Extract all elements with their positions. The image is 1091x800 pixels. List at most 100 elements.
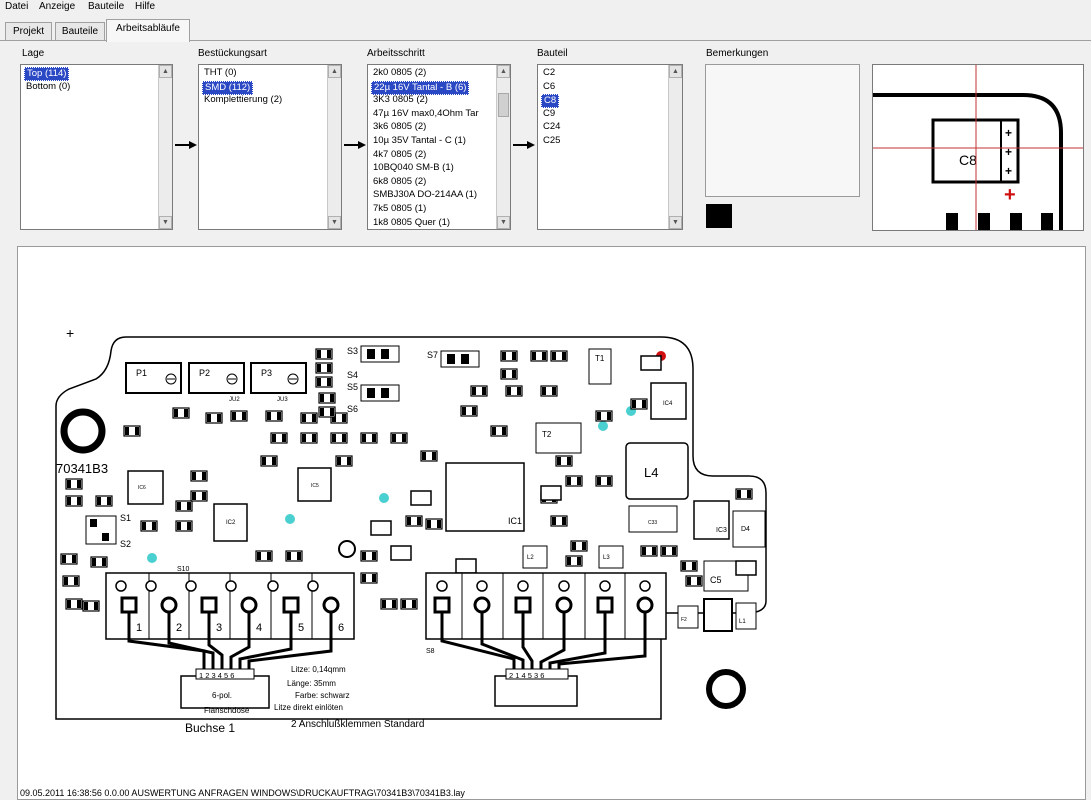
svg-text:1 2 3 4 5 6: 1 2 3 4 5 6 [199,671,234,680]
arbeitsschritt-list-item[interactable]: 6k8 0805 (2) [373,175,427,187]
svg-text:IC5: IC5 [311,483,319,489]
scroll-down-icon[interactable]: ▼ [328,216,341,229]
scroll-thumb[interactable] [498,93,509,117]
transistor-t2: T2 [535,422,582,454]
smd-component [230,410,248,422]
arbeitsschritt-list-item[interactable]: 3K3 0805 (2) [373,94,428,106]
lage-list-item[interactable]: Top (114) [24,67,70,81]
bestueckungsart-list-item[interactable]: SMD (112) [202,80,254,95]
smd-component [360,572,378,584]
lage-listbox[interactable]: Bottom (0)Top (114) ▲ ▼ [20,64,173,230]
arbeitsschritt-list-item[interactable]: 2k0 0805 (2) [373,67,427,78]
smd-component [175,500,193,512]
bauteil-scrollbar[interactable]: ▲ ▼ [668,65,682,229]
smd-chip [390,545,412,561]
bauteil-list-item[interactable]: C25 [543,135,561,146]
svg-text:2 1 4 5 3 6: 2 1 4 5 3 6 [509,671,544,680]
scroll-down-icon[interactable]: ▼ [159,216,172,229]
smd-component [90,556,108,568]
wire-note: Litze: 0,14qmm [291,665,346,674]
smd-component [540,385,558,397]
arbeitsschritt-list-item[interactable]: 1k8 0805 Quer (1) [373,216,451,228]
scroll-down-icon[interactable]: ▼ [497,216,510,229]
dip-switch-s7: S7 [427,350,480,368]
ic3: IC3 [693,500,730,540]
bauteil-list-item[interactable]: C2 [543,67,556,78]
arbeitsschritt-list-item[interactable]: 4k7 0805 (2) [373,148,427,160]
smd-component [330,432,348,444]
svg-text:IC4: IC4 [663,401,673,407]
svg-text:S7: S7 [427,350,438,360]
svg-text:+: + [66,325,74,341]
smd-component [420,450,438,462]
lage-scrollbar[interactable]: ▲ ▼ [158,65,172,229]
inductor-l2: L2 [522,545,548,569]
svg-text:6-pol.: 6-pol. [212,691,232,700]
color-swatch[interactable] [706,204,732,228]
bestueckungsart-list-item[interactable]: Komplettierung (2) [204,94,283,106]
scroll-up-icon[interactable]: ▲ [497,65,510,78]
menu-datei[interactable]: Datei [5,1,29,12]
arbeitsschritt-list-item[interactable]: 22µ 16V Tantal - B (6) [371,80,470,95]
bauteil-list-item[interactable]: C9 [543,107,556,119]
svg-text:+: + [1005,164,1012,178]
smd-component [315,376,333,388]
tab-arbeitsablaeufe[interactable]: Arbeitsabläufe [106,19,190,42]
bestueckungsart-list-item[interactable]: THT (0) [204,67,237,78]
smd-component [175,520,193,532]
bemerkungen-box[interactable] [705,64,860,197]
bauteil-list-item[interactable]: C6 [543,80,556,92]
menu-bauteile[interactable]: Bauteile [88,1,125,12]
tab-bauteile[interactable]: Bauteile [55,22,105,41]
scroll-up-icon[interactable]: ▲ [669,65,682,78]
smd-chip [410,490,432,506]
svg-text:D4: D4 [741,526,750,533]
arbeitsschritt-scrollbar[interactable]: ▲ ▼ [496,65,510,229]
smd-chip [735,560,757,576]
smd-component [65,495,83,507]
arbeitsschritt-list-item[interactable]: 3k6 0805 (2) [373,121,427,133]
svg-text:S1: S1 [120,513,131,523]
smd-component [595,475,613,487]
lage-list-item[interactable]: Bottom (0) [26,80,71,92]
connector-name: Buchse 1 [185,721,235,735]
label-bauteil: Bauteil [537,48,568,59]
svg-text:S8: S8 [426,648,435,655]
svg-text:S2: S2 [120,539,131,549]
tab-projekt[interactable]: Projekt [5,22,52,41]
svg-text:S5: S5 [347,382,358,392]
menu-hilfe[interactable]: Hilfe [135,1,156,12]
testpoints [147,406,636,563]
scroll-down-icon[interactable]: ▼ [669,216,682,229]
svg-text:C33: C33 [648,520,657,526]
smd-component [550,350,568,362]
label-bestueckungsart: Bestückungsart [198,48,267,59]
bauteil-list-item[interactable]: C24 [543,121,561,133]
svg-text:L1: L1 [739,619,746,625]
arbeitsschritt-listbox[interactable]: 1k8 0805 Quer (1) 7k5 0805 (1) SMBJ30A DO-… [367,64,511,230]
bestueckungsart-listbox[interactable]: Komplettierung (2)SMD (112) THT (0) ▲ ▼ [198,64,342,230]
smd-chip [640,355,662,371]
arbeitsschritt-list-item[interactable]: 10BQ040 SM-B (1) [373,162,454,174]
arbeitsschritt-list-item[interactable]: 47µ 16V max0,4Ohm Tar [373,107,479,119]
menu-anzeige[interactable]: Anzeige [39,1,76,12]
scroll-up-icon[interactable]: ▲ [328,65,341,78]
smd-component [555,455,573,467]
pcb-canvas[interactable]: + 70341B3 P1 P2 P3 JU2 JU3 S3 S4 S5 S6 S… [17,246,1086,800]
menu-bar: Datei Anzeige Bauteile Hilfe [0,0,1091,16]
bestueckungsart-scrollbar[interactable]: ▲ ▼ [327,65,341,229]
pcb-drawing: + 70341B3 P1 P2 P3 JU2 JU3 S3 S4 S5 S6 S… [55,325,767,735]
scroll-up-icon[interactable]: ▲ [159,65,172,78]
smd-chip [540,485,562,501]
arbeitsschritt-list-item[interactable]: 7k5 0805 (1) [373,203,427,214]
bauteil-list-item[interactable]: C8 [541,94,560,109]
svg-text:P3: P3 [261,368,272,378]
pot-p2: P2 [188,362,245,394]
terminal-number: 5 [298,622,304,634]
arbeitsschritt-list-item[interactable]: 10µ 35V Tantal - C (1) [373,135,466,146]
smd-chip [455,558,477,574]
smd-component [660,545,678,557]
arbeitsschritt-list-item[interactable]: SMBJ30A DO-214AA (1) [373,189,478,201]
